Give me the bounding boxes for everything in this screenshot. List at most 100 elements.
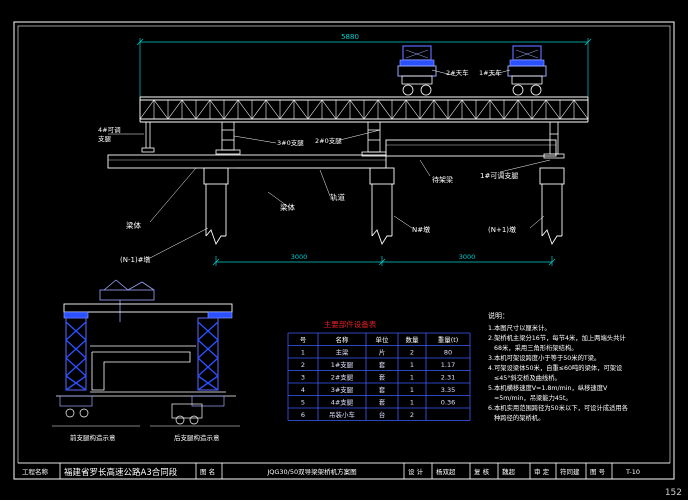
top-dimension-text: 5880 [341, 33, 359, 41]
sheet-number: T-10 [625, 468, 640, 476]
table-cell: 套 [379, 373, 386, 382]
title-block [18, 462, 670, 479]
crown-block-right [507, 45, 547, 96]
crown-block-2-label: 2#天车 [446, 68, 469, 77]
waiting-beam-label: 待架梁 [432, 175, 453, 184]
front-leg-view-label: 前支腿构造示意 [70, 433, 116, 442]
table-cell: 6 [301, 411, 305, 419]
sheet-label: 图 号 [590, 468, 606, 476]
pier-n-plus-label: (N+1)墩 [488, 225, 516, 234]
table-cell: 4#支腿 [331, 398, 354, 407]
span-dimensions [212, 256, 556, 266]
top-dimension [136, 38, 592, 100]
table-cell: 2 [410, 349, 414, 357]
elevation-leaders [149, 167, 545, 259]
rear-leg-view-label: 后支腿构造示意 [174, 433, 220, 442]
leg-3-label: 3#0支腿 [277, 138, 304, 147]
waiting-beam-leader [419, 159, 431, 177]
table-cell: 1 [410, 374, 414, 382]
project-name: 福建省罗长高速公路A3合同段 [64, 467, 178, 478]
support-1-leader [499, 159, 551, 173]
note-line: ≤45°斜交桥及曲线桥。 [494, 373, 561, 382]
support-4 [108, 122, 155, 153]
table-cell: 80 [444, 349, 452, 357]
note-line: 3.本机可架设跨度小于等于50米的T梁。 [488, 353, 600, 362]
rail-label: 轨道 [330, 192, 345, 202]
review-label: 复 核 [474, 467, 490, 476]
pier-n-plus-1 [539, 167, 565, 246]
table-cell: 4 [301, 386, 305, 394]
page-number: 152 [664, 488, 682, 498]
note-line: 4.可架设梁体50米，自重≤60吨的梁体，可架设 [488, 363, 623, 372]
leg-2-label: 2#0支腿 [315, 136, 342, 145]
table-header-cell: 名称 [336, 335, 350, 344]
table-cell: 1 [410, 399, 414, 407]
drawing-inner-frame [17, 25, 671, 464]
pier-n-label: N#墩 [412, 225, 430, 234]
table-cell: 台 [379, 410, 386, 419]
table-header-cell: 号 [300, 336, 307, 344]
table-cell: 套 [379, 360, 386, 369]
notes-title: 说明： [488, 311, 509, 320]
support-4-label-line2: 支腿 [98, 134, 112, 143]
drawing-frame [13, 21, 675, 480]
table-cell: 2#支腿 [331, 373, 354, 382]
leg-3 [215, 121, 241, 155]
pier-n [369, 167, 395, 246]
equipment-table-title: 主要部件设备表 [324, 319, 377, 329]
approve-label: 审 定 [534, 467, 550, 476]
table-cell: 主梁 [336, 348, 350, 357]
review-signature: 魏超 [502, 467, 516, 476]
note-line: 6.本机实用范围跨径为50米以下，可设计成适用各 [488, 403, 629, 412]
cross-section-view [52, 279, 240, 427]
project-label: 工程名称 [22, 467, 49, 476]
crown-block-leaders [431, 69, 511, 77]
erected-beam [107, 154, 387, 169]
note-line: 1.本图尺寸以厘米计。 [488, 323, 551, 332]
note-line: 5.本机横移速度V=1.8m/min，纵移速度V [488, 383, 608, 392]
table-cell: 3#支腿 [331, 385, 354, 394]
table-cell: 5 [301, 399, 305, 407]
truss-web-members [139, 99, 589, 120]
note-line: 种跨径的架桥机。 [494, 413, 544, 422]
table-cell: 1 [301, 349, 305, 357]
table-cell: 3 [301, 374, 305, 382]
waiting-beam [385, 139, 557, 157]
support-1-label: 1#可调支腿 [480, 171, 518, 180]
approve-signature: 符同建 [560, 467, 580, 476]
table-cell: 2 [301, 361, 305, 369]
table-header-cell: 重量(t) [438, 336, 459, 344]
note-line: 68米，采用三角形桁架结构。 [494, 343, 578, 352]
leg-leaders [233, 129, 381, 144]
table-cell: 套 [379, 398, 386, 407]
note-line: 2.架桥机主梁分16节，每节4米，加上两端头共计 [488, 333, 626, 342]
design-label: 设 计 [408, 467, 424, 476]
support-4-label: 4#可调 [98, 125, 121, 134]
pier-n-minus-1 [203, 167, 229, 246]
design-signature: 杨双超 [436, 467, 456, 476]
pier-n-minus-label: (N-1)#墩 [120, 255, 151, 264]
table-cell: 2 [410, 411, 414, 419]
table-cell: 3.35 [441, 386, 455, 394]
table-cell: 1.17 [441, 361, 455, 369]
beam-body-left-label: 梁体 [126, 220, 141, 230]
drawing-name: JQG30/50双导梁架桥机方案图 [266, 467, 356, 476]
span-right-text: 3000 [459, 253, 476, 261]
table-cell: 2.31 [441, 374, 455, 382]
note-line: =5m/min，吊梁能力45t。 [494, 393, 572, 402]
crown-block-left [397, 45, 437, 96]
crown-block-1-label: 1#天车 [479, 68, 502, 77]
leg-2 [361, 121, 387, 157]
table-header-cell: 数量 [406, 335, 420, 344]
table-cell: 片 [379, 348, 386, 357]
span-left-text: 3000 [291, 253, 308, 261]
table-cell: 1 [410, 361, 414, 369]
table-cell: 套 [379, 385, 386, 394]
table-cell: 吊装小车 [329, 410, 356, 419]
notes-block: 说明： 1.本图尺寸以厘米计。2.架桥机主梁分16节，每节4米，加上两端头共计6… [488, 311, 629, 422]
drawing-name-label: 图 名 [200, 467, 215, 476]
table-header-cell: 单位 [376, 335, 390, 344]
table-cell: 1 [410, 386, 414, 394]
table-cell: 1#支腿 [331, 360, 354, 369]
